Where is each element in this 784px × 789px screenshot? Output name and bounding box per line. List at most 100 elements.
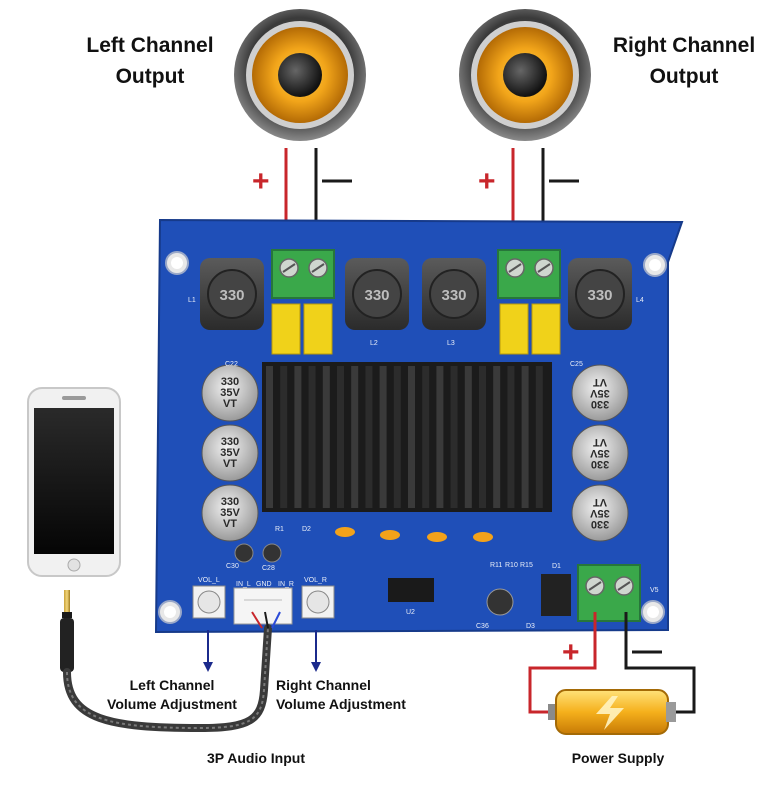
capacitor-print-line: 35V	[590, 387, 610, 399]
right-output-terminal	[497, 249, 561, 299]
mounting-holes	[158, 251, 667, 624]
inductors	[200, 258, 632, 330]
inductor-l3	[422, 258, 486, 330]
power-wires	[528, 612, 696, 714]
silk-l3: L3	[447, 340, 455, 347]
silk-u2: U2	[406, 609, 415, 616]
right-volume-label-line1: Right Channel	[276, 677, 371, 693]
heatsink-fin	[322, 366, 330, 508]
right-output-label: Right Channel Output	[594, 30, 774, 92]
silk-d2: D2	[302, 526, 311, 533]
silk-l2: L2	[370, 340, 378, 347]
capacitor-print-line: VT	[223, 458, 237, 470]
heatsink-fin	[464, 366, 472, 508]
heatsink-fin	[266, 366, 273, 508]
silk-vol-r: VOL_R	[304, 577, 327, 584]
capacitor-print-line: 35V	[220, 447, 240, 459]
phone-icon	[27, 387, 121, 577]
film-capacitors	[271, 303, 561, 355]
volume-arrows	[203, 630, 321, 672]
small-components	[234, 527, 571, 616]
inductor-l1	[200, 258, 264, 330]
silk-c36: C36	[476, 623, 489, 630]
capacitor-print-line: 35V	[590, 507, 610, 519]
cap-left-3	[201, 484, 259, 542]
silkscreen-labels: L1 L2 L3 L4 C22 C25 C30 C28 C36 VOL_L VO…	[188, 297, 659, 630]
silk-l4: L4	[636, 297, 644, 304]
power-plus-sign: +	[562, 636, 580, 669]
left-volume-label-line1: Left Channel	[129, 677, 215, 693]
silk-c25: C25	[570, 361, 583, 368]
cap-right-1	[571, 364, 629, 422]
capacitor-print-line: 35V	[220, 507, 240, 519]
heatsink-fin	[408, 366, 415, 508]
silk-l1: L1	[188, 297, 196, 304]
left-plus-sign: +	[252, 165, 270, 198]
capacitor-print-line: 330	[221, 436, 239, 448]
heatsink-fin	[436, 366, 444, 508]
left-volume-label-line2: Volume Adjustment	[107, 696, 237, 712]
left-minus-sign: —	[322, 163, 352, 196]
capacitor-print-line: 330	[591, 398, 609, 410]
capacitor-print-line: VT	[593, 436, 607, 448]
inductor-print-1: 330	[219, 287, 244, 304]
capacitor-print-line: VT	[223, 518, 237, 530]
silk-v5: V5	[650, 587, 659, 594]
silk-d1: D1	[552, 563, 561, 570]
capacitor-print-line: 330	[591, 518, 609, 530]
heatsink-fin	[365, 366, 373, 508]
silk-d3: D3	[526, 623, 535, 630]
silk-c30: C30	[226, 563, 239, 570]
right-volume-label: Right Channel Volume Adjustment	[276, 676, 456, 714]
power-minus-sign: —	[632, 634, 662, 667]
left-volume-label: Left Channel Volume Adjustment	[82, 676, 262, 714]
silk-c22: C22	[225, 361, 238, 368]
cap-right-3	[571, 484, 629, 542]
silk-gnd: GND	[256, 581, 272, 588]
left-output-terminal	[271, 249, 335, 299]
capacitor-print-line: 330	[221, 376, 239, 388]
electrolytic-capacitors	[201, 364, 629, 542]
right-minus-sign: —	[549, 163, 579, 196]
inductor-l2	[345, 258, 409, 330]
battery-icon	[548, 689, 676, 735]
heatsink-fin	[535, 366, 543, 508]
audio-cable	[60, 590, 281, 733]
silk-r15: R15	[520, 562, 533, 569]
right-speaker-icon	[459, 9, 591, 141]
heatsink-fin	[450, 366, 458, 508]
capacitor-print-line: 35V	[220, 387, 240, 399]
capacitor-print-line: VT	[223, 398, 237, 410]
audio-input-label: 3P Audio Input	[207, 750, 305, 766]
heatsink-fin	[337, 366, 344, 508]
capacitor-prints: 33035VVT33035VVT33035VVT33035VVT33035VVT…	[220, 376, 610, 530]
capacitor-print-line: VT	[593, 376, 607, 388]
capacitor-print-line: 330	[221, 496, 239, 508]
left-output-label: Left Channel Output	[60, 30, 240, 92]
right-plus-sign: +	[478, 165, 496, 198]
heatsink-fin	[379, 366, 387, 508]
left-volume-pot[interactable]	[192, 585, 226, 619]
left-output-label-line2: Output	[115, 65, 185, 88]
cap-right-2	[571, 424, 629, 482]
inductor-l4	[568, 258, 632, 330]
silk-r1: R1	[275, 526, 284, 533]
heatsink-fin	[479, 366, 486, 508]
silk-c28: C28	[262, 565, 275, 572]
silk-in-r: IN_R	[278, 581, 294, 588]
capacitor-print-line: 35V	[590, 447, 610, 459]
right-volume-pot[interactable]	[301, 585, 335, 619]
right-volume-label-line2: Volume Adjustment	[276, 696, 406, 712]
capacitor-print-line: VT	[593, 496, 607, 508]
inductor-print-4: 330	[587, 287, 612, 304]
silk-r10: R10	[505, 562, 518, 569]
inductor-print-2: 330	[364, 287, 389, 304]
capacitor-print-line: 330	[591, 458, 609, 470]
